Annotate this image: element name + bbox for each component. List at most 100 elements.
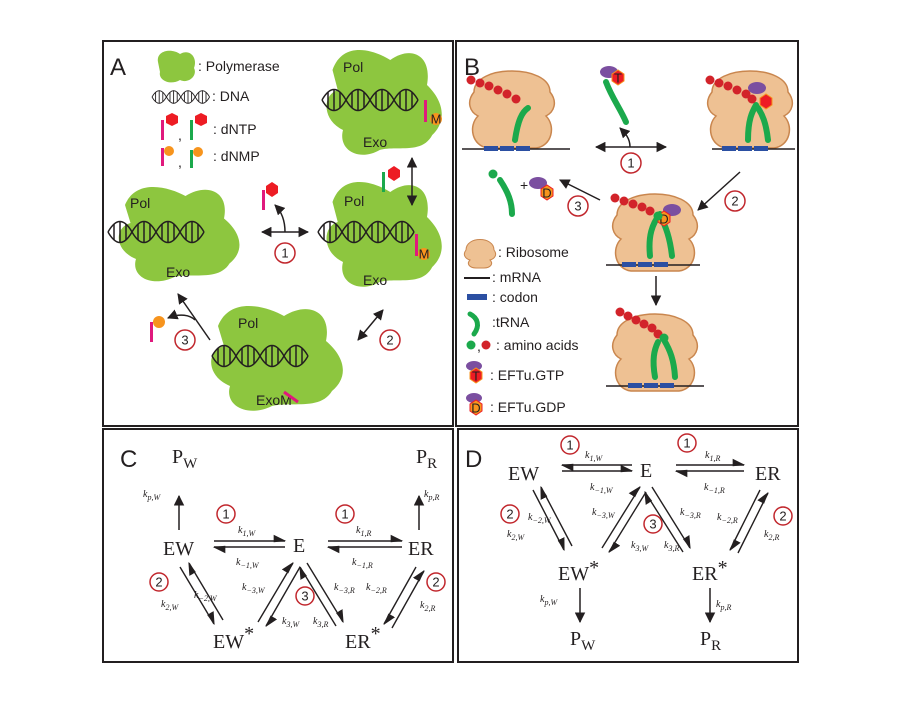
state-e: E [640, 460, 652, 482]
arrow-c-e-ers [306, 562, 344, 624]
step-c1b-circle [335, 504, 355, 524]
arrow-d-ews-ew [540, 485, 573, 547]
step-d1a-label: 1 [566, 438, 573, 453]
step-d3-label: 3 [649, 517, 656, 532]
rate-c-k3r: k3,R [313, 616, 328, 629]
step-d2a-circle [500, 504, 520, 524]
d-letter: D [471, 401, 480, 416]
arrow-a3 [177, 293, 211, 341]
step-c2b-label: 2 [432, 575, 439, 590]
state-er: ER [755, 463, 781, 485]
panel-b-letter: B [464, 54, 480, 81]
legend-eftu-gtp: : EFTu.GTP [490, 367, 564, 383]
arrow-d-ews-e [601, 485, 641, 549]
trna-icon [467, 311, 480, 337]
rate-d-k3w: k3,W [631, 540, 649, 553]
rate-c-kpw: kp,W [143, 489, 161, 502]
step-c3-circle [295, 586, 315, 606]
arrow-c-ews-ew [188, 561, 224, 621]
panel-d-letter: D [465, 446, 482, 473]
rate-c-km2r: k−2,R [366, 582, 387, 595]
polymerase-mid-right: Pol Exo M [317, 166, 442, 288]
step-b1-label: 1 [627, 156, 634, 171]
state-ew-star: EW* [213, 623, 254, 653]
d-letter: D [659, 212, 668, 227]
rate-c-km2w: k−2,W [194, 590, 218, 603]
d-letter: D [542, 186, 551, 201]
pol-label: Pol [238, 315, 258, 331]
state-er-star: ER* [692, 557, 728, 585]
free-dntp [262, 182, 278, 210]
ribosome-top-left [462, 70, 570, 151]
rate-c-km1w: k−1,W [236, 557, 260, 570]
polymerase-top-right: Pol Exo M [321, 50, 442, 155]
arrow-d-er-ers [729, 489, 761, 552]
pol-label: Pol [130, 195, 150, 211]
step-c1a-label: 1 [222, 507, 229, 522]
panel-c-frame [102, 428, 454, 663]
t-hex [388, 166, 400, 181]
free-dnmp [150, 316, 165, 342]
step-d2b-circle [773, 506, 793, 526]
ribosome-top-right [705, 70, 795, 151]
step-d2a-label: 2 [506, 507, 513, 522]
panel-c: C PW PR EW E ER EW* ER* kp,W kp,R k1,W k… [120, 446, 446, 653]
legend-codon: : codon [492, 289, 538, 305]
step-a1-circle [274, 242, 296, 264]
eftu-gtp-icon: T [466, 361, 483, 384]
legend-dna: : DNA [212, 88, 250, 104]
rate-c-k2r: k2,R [420, 600, 435, 613]
eftu-gdp-icon: D [466, 393, 483, 416]
polymerase-bottom: Pol ExoM [211, 306, 343, 411]
rate-c-km3w: k−3,W [242, 582, 266, 595]
rate-d-km2w: k−2,W [528, 512, 552, 525]
step-b3-label: 3 [574, 199, 581, 214]
rate-c-k1r: k1,R [356, 525, 371, 538]
rate-d-k2w: k2,W [507, 529, 525, 542]
rate-d-k1w: k1,W [585, 450, 603, 463]
legend-eftu-gdp: : EFTu.GDP [490, 399, 566, 415]
legend-trna: :tRNA [492, 314, 530, 330]
state-ew: EW [163, 538, 194, 560]
pol-label: Pol [343, 59, 363, 75]
amino-acid-green-icon [466, 340, 476, 350]
rate-d-k2r: k2,R [764, 529, 779, 542]
arrow-d-ers-e [644, 490, 684, 553]
rate-d-km3r: k−3,R [680, 507, 701, 520]
arrow-c-e-ews [265, 566, 301, 628]
panel-a-frame [102, 40, 454, 427]
dna-icon [151, 89, 211, 105]
panel-d-frame [457, 428, 799, 663]
step-c1b-label: 1 [341, 507, 348, 522]
state-ew-star: EW* [558, 557, 599, 585]
state-ew: EW [508, 463, 539, 485]
state-pr: PR [700, 628, 721, 654]
arrow-d-e-ews [608, 491, 647, 554]
step-b2-label: 2 [731, 194, 738, 209]
step-c3-label: 3 [301, 589, 308, 604]
state-er: ER [408, 538, 434, 560]
arrow-d-ew-ews [532, 489, 565, 552]
exo-label: ExoM [256, 392, 292, 408]
legend-dntp: : dNTP [213, 121, 257, 137]
pol-label: Pol [344, 193, 364, 209]
step-b3-circle [567, 195, 589, 217]
m-letter: M [431, 112, 442, 127]
rate-d-kpr: kp,R [716, 599, 731, 612]
rate-c-km1r: k−1,R [352, 557, 373, 570]
step-a1-label: 1 [281, 246, 288, 261]
step-b1-circle [620, 152, 642, 174]
step-a3-label: 3 [181, 333, 188, 348]
free-eftu-trna: T [600, 66, 629, 125]
plus-sign: + [520, 177, 528, 193]
rate-c-km3r: k−3,R [334, 582, 355, 595]
arrow-c-ews-e [257, 561, 294, 623]
arrow-c-ew-ews [179, 566, 215, 626]
step-d1b-label: 1 [683, 436, 690, 451]
arrow-b1-branch [619, 127, 631, 148]
rate-c-kpr: kp,R [424, 489, 439, 502]
arrow-d-e-ers [651, 486, 691, 550]
polymerase-left: Pol Exo [107, 187, 240, 282]
legend-dnmp: : dNMP [213, 148, 260, 164]
polymerase-icon [157, 50, 196, 83]
